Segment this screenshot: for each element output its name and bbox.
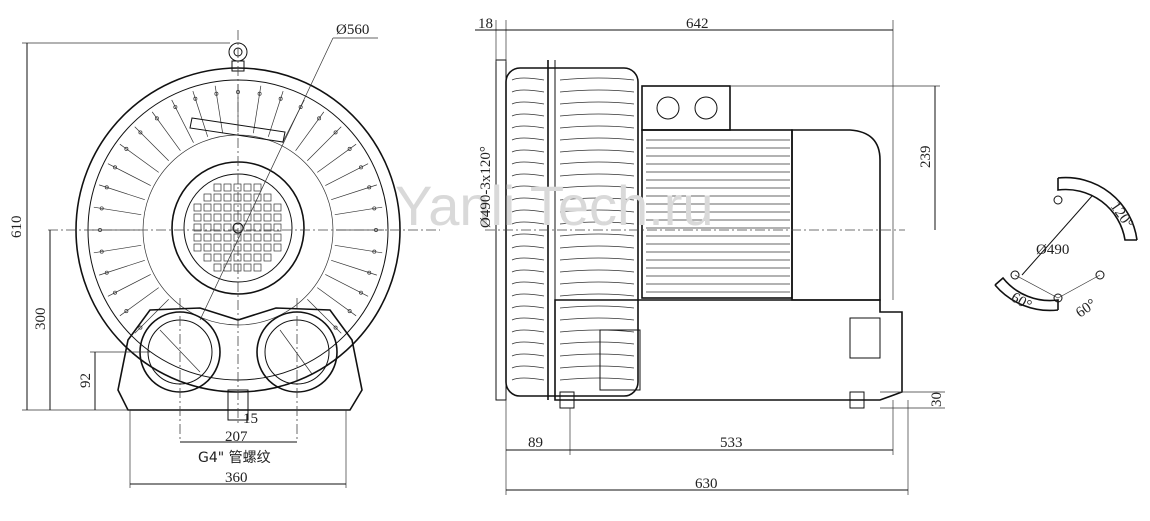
dim-foot-span: 533 [720,435,743,451]
fan-grille [193,183,282,272]
flange-detail [994,176,1138,312]
dim-port-height: 92 [78,373,94,388]
motor-fins [646,139,790,293]
dim-angle-left: 60° [1008,290,1034,314]
dim-port-spacing: 207 [225,429,248,445]
dim-angle-top: 120° [1107,199,1136,232]
dim-base-width: 360 [225,470,248,486]
dim-overall-length: 642 [686,16,709,32]
dim-foot-offset: 89 [528,435,543,451]
side-view [475,20,945,495]
dim-base-length: 630 [695,476,718,492]
dim-angle-right: 60° [1073,296,1099,321]
dim-motor-height: 239 [918,146,934,169]
dim-flange-diameter: Ø490 [1036,242,1069,258]
housing-fins [511,77,635,381]
dim-port-thread: G4" 管螺纹 [198,450,271,466]
front-view [22,30,440,488]
dim-center-height: 300 [33,308,49,331]
dim-front-height: 610 [9,216,25,239]
dim-bolt-circle: Ø490-3x120° [478,146,494,228]
dim-foot-height: 30 [929,392,945,407]
watermark: Yanli Tech.ru [395,174,714,237]
cooling-fins [92,84,384,334]
dim-front-diameter: Ø560 [336,22,369,38]
dim-offset: 15 [243,411,258,427]
dim-flange: 18 [478,16,493,32]
